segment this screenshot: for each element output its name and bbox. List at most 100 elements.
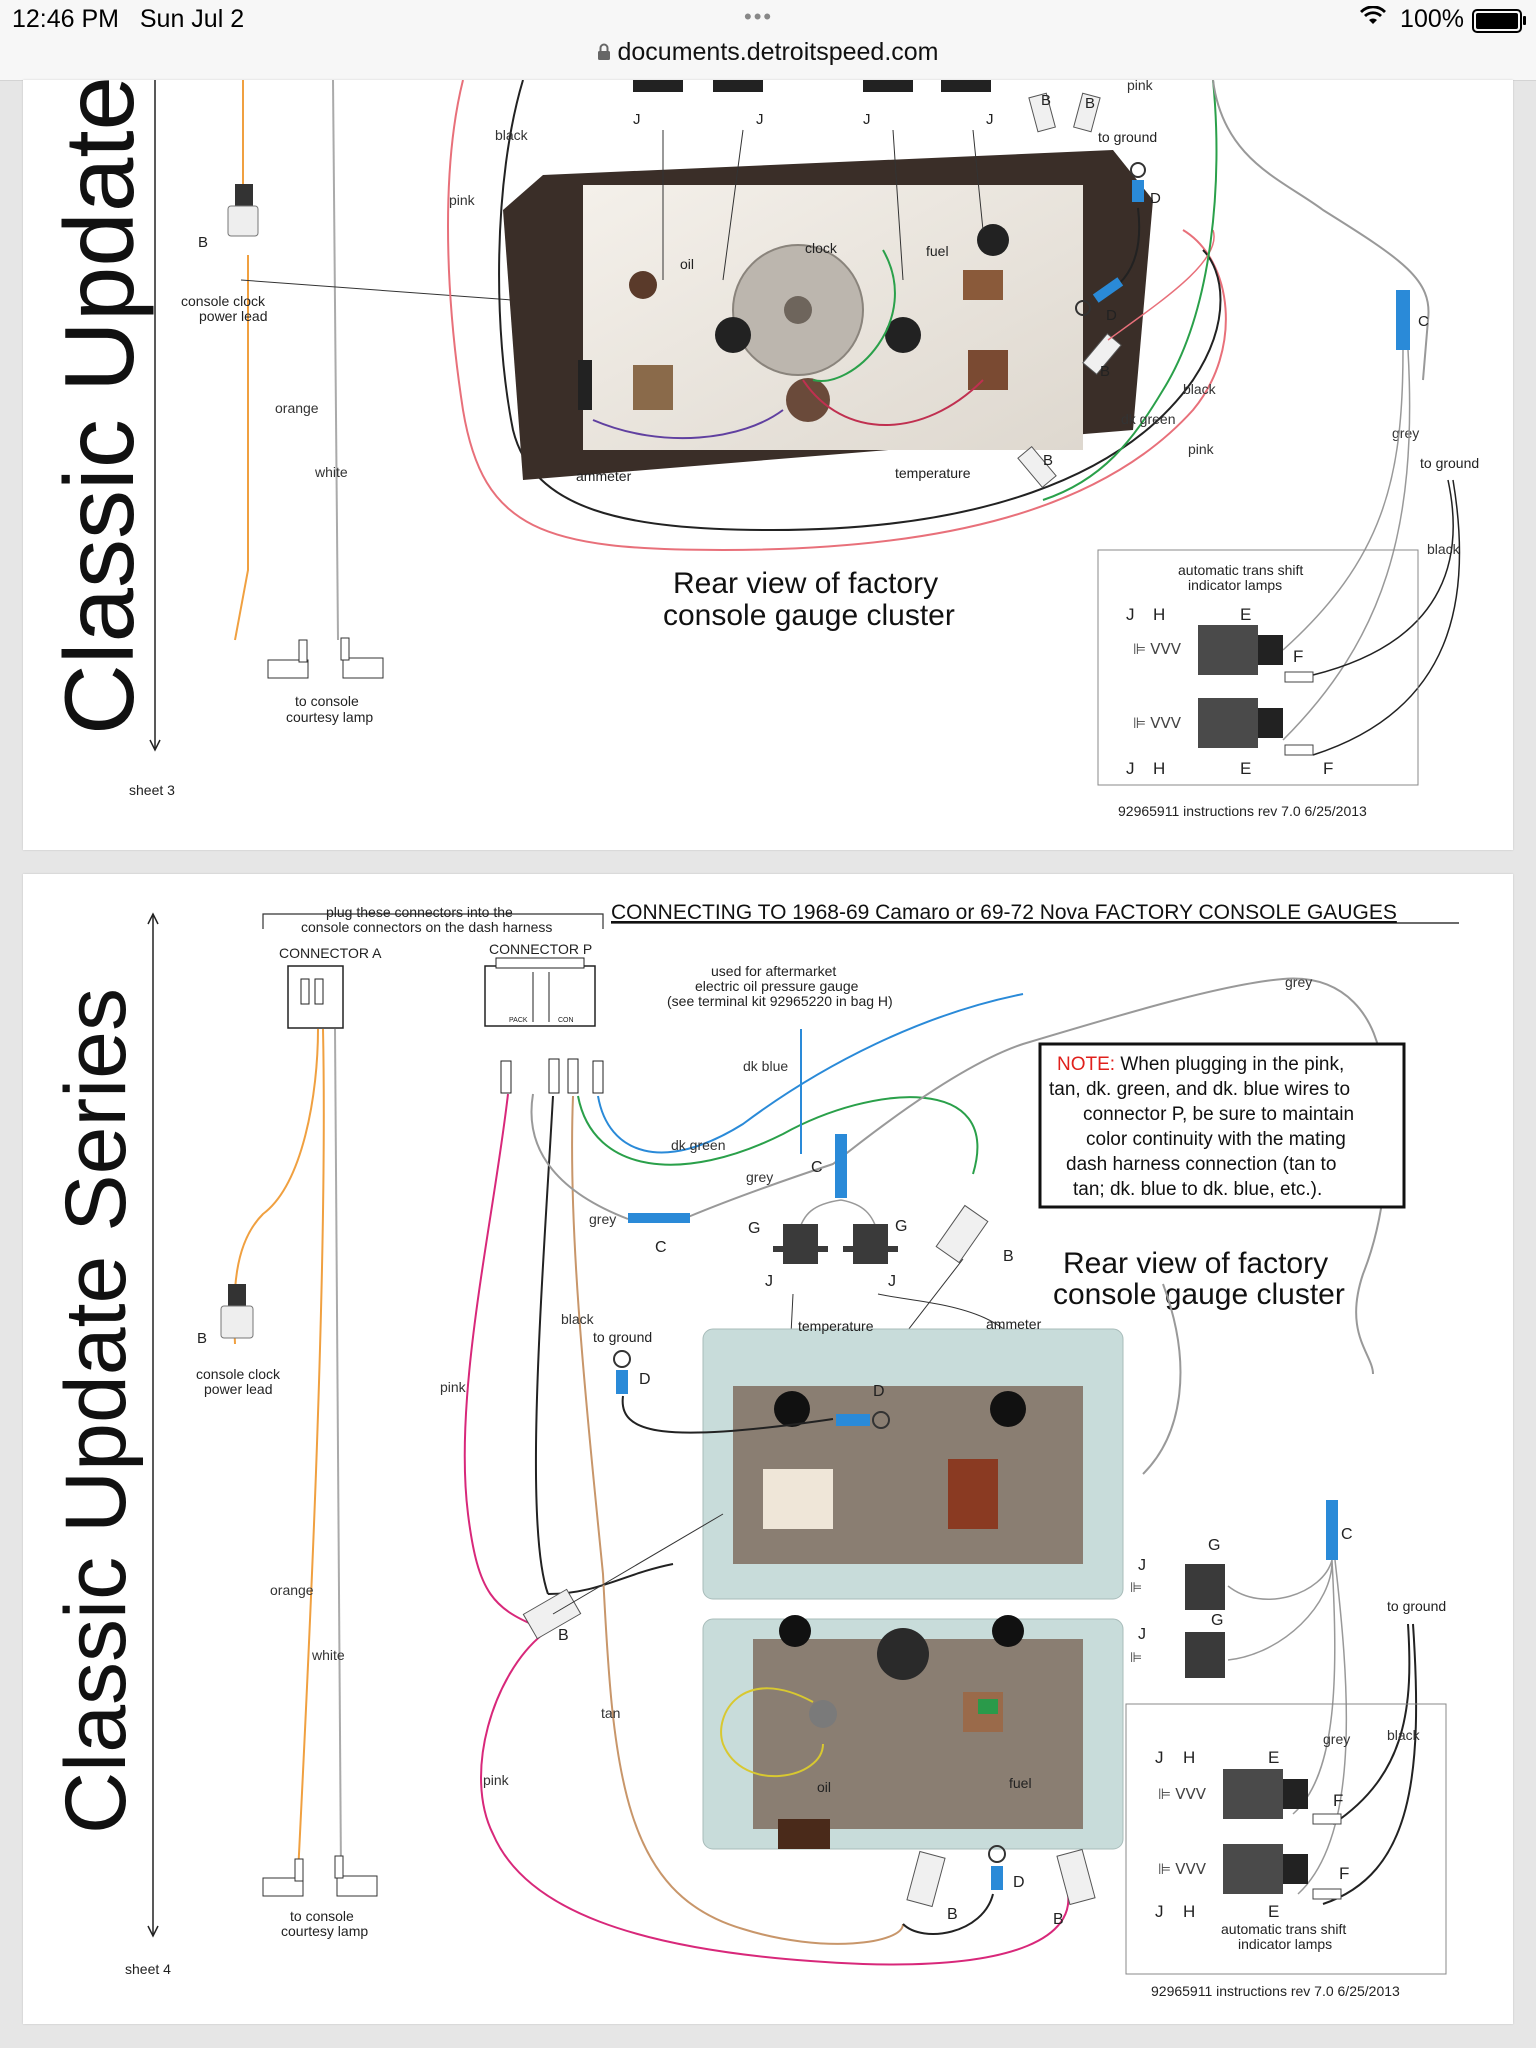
label-J: J [1155, 1748, 1164, 1767]
url-text: documents.detroitspeed.com [617, 38, 939, 66]
label-B: B [198, 234, 208, 251]
black-branch-wires [1312, 479, 1461, 756]
note-box [1038, 1042, 1406, 1209]
c-connector [1396, 290, 1410, 350]
wire-label-grey: grey [746, 1169, 773, 1185]
label-G: G [895, 1218, 907, 1235]
view-title: Rear view of factory [1063, 1247, 1328, 1280]
multitasking-dots-icon[interactable]: ••• [744, 4, 774, 29]
lamp-socket [1198, 698, 1283, 748]
dk-green-wire [1042, 80, 1218, 501]
sheet-4-diagram: Classic Update Series CONNECTING TO 1968… [48, 901, 1459, 1999]
temperature-sender [786, 378, 830, 422]
wire-label-grey: grey [1392, 425, 1419, 441]
connector-con-label: CON [558, 1017, 574, 1024]
tan-wire [571, 1095, 904, 1945]
ground-wire [902, 1893, 994, 1935]
grey-wire [1212, 80, 1430, 381]
clock-lead-label: console clock [181, 293, 266, 309]
gauge-hole [990, 1391, 1026, 1427]
courtesy-lamp-terminals [262, 1855, 378, 1897]
gauge-hole [715, 317, 751, 353]
lamp-socket [1223, 1844, 1308, 1894]
orange-wire [297, 1028, 325, 1875]
shift-lamps-label: automatic trans shift [1178, 562, 1303, 578]
bulb-icon: ⊫ ᐯᐯᐯ [1133, 641, 1182, 658]
lamp-socket [1223, 1769, 1308, 1819]
grey-branch-wires [1227, 1559, 1348, 1895]
clock-lead-connector [227, 184, 259, 237]
wire-label-pink: pink [1188, 441, 1215, 457]
label-J: J [1126, 759, 1135, 778]
label-E: E [1268, 1748, 1279, 1767]
label-B: B [1100, 363, 1110, 380]
leader-lines [662, 129, 984, 281]
courtesy-lamp-label: courtesy lamp [286, 709, 373, 725]
oil-connector [778, 1819, 830, 1849]
spade-connector [935, 1204, 989, 1264]
label-J: J [756, 111, 764, 128]
ground-wire [621, 1395, 834, 1434]
black-wire [534, 1095, 554, 1595]
label-D: D [873, 1383, 885, 1400]
label-J: J [863, 111, 871, 128]
battery-percent: 100% [1400, 5, 1464, 33]
c-connector [1326, 1500, 1338, 1560]
indicator-lamp-socket [1185, 1564, 1225, 1610]
clock-lead-connector [220, 1284, 254, 1339]
label-H: H [1183, 1748, 1195, 1767]
wire-label-grey: grey [1285, 974, 1312, 990]
indicator-lamp-socket [773, 1224, 828, 1264]
label-F: F [1333, 1791, 1343, 1810]
to-ground-label: to ground [1387, 1598, 1446, 1614]
ring-terminal [988, 1845, 1006, 1890]
label-D: D [1106, 307, 1117, 324]
wire-label-orange: orange [270, 1582, 314, 1598]
gauge-label-clock: clock [805, 240, 838, 256]
wire-label-pink: pink [440, 1379, 467, 1395]
gauge-label-oil: oil [680, 256, 694, 272]
wire-label-dk-green: dk green [1121, 411, 1175, 427]
wire-label-black: black [1387, 1727, 1421, 1743]
note-text: dash harness connection (tan to [1066, 1154, 1336, 1175]
gauge-hole [977, 224, 1009, 256]
note-text: NOTE: When plugging in the pink, [1057, 1054, 1344, 1075]
lamp-socket [1198, 625, 1283, 675]
spade-connectors-top [1028, 92, 1101, 133]
bracket [262, 913, 604, 929]
label-B: B [1041, 92, 1051, 109]
purple-wire [592, 409, 784, 440]
label-J: J [765, 1273, 773, 1290]
aftermarket-note: used for aftermarket [711, 963, 836, 979]
fuel-terminal-insert [978, 1699, 998, 1714]
connector-p-terminals [500, 1058, 604, 1094]
url-bar[interactable]: documents.detroitspeed.com [0, 38, 1536, 68]
arrow-icon [147, 912, 159, 1938]
shift-lamps-label: automatic trans shift [1221, 1921, 1346, 1937]
arrow-icon [149, 739, 161, 752]
pink-wire [1107, 229, 1215, 341]
to-ground-label: to ground [1098, 129, 1157, 145]
to-ground-label: to ground [593, 1329, 652, 1345]
label-F: F [1293, 647, 1303, 666]
connector-a-label: CONNECTOR A [279, 945, 382, 961]
page-heading: CONNECTING TO 1968-69 Camaro or 69-72 No… [611, 901, 1397, 924]
gauge-label-ammeter: ammeter [576, 468, 632, 484]
pink-wire-lower [480, 1633, 1070, 1966]
white-wire [334, 1028, 342, 1875]
spade-connector [906, 1850, 946, 1908]
sheet-4-page: Classic Update Series CONNECTING TO 1968… [23, 874, 1513, 2024]
lamp-sockets-top [633, 80, 991, 92]
label-C: C [1418, 313, 1429, 330]
courtesy-lamp-label: courtesy lamp [281, 1923, 368, 1939]
sheet-3-page: Classic Update B console clock power lea… [23, 80, 1513, 850]
series-title: Classic Update [44, 80, 154, 735]
shift-lamps-box [1097, 549, 1419, 786]
gauge-label-fuel: fuel [926, 243, 949, 259]
view-title: Rear view of factory [673, 567, 938, 600]
black-wire [1322, 1623, 1418, 1905]
view-title: console gauge cluster [663, 599, 955, 632]
yellow-wire [720, 1687, 824, 1778]
footer: 92965911 instructions rev 7.0 6/25/2013 [1151, 1983, 1400, 1999]
status-bar: 12:46 PM Sun Jul 2 ••• 100% documents.de… [0, 0, 1536, 81]
